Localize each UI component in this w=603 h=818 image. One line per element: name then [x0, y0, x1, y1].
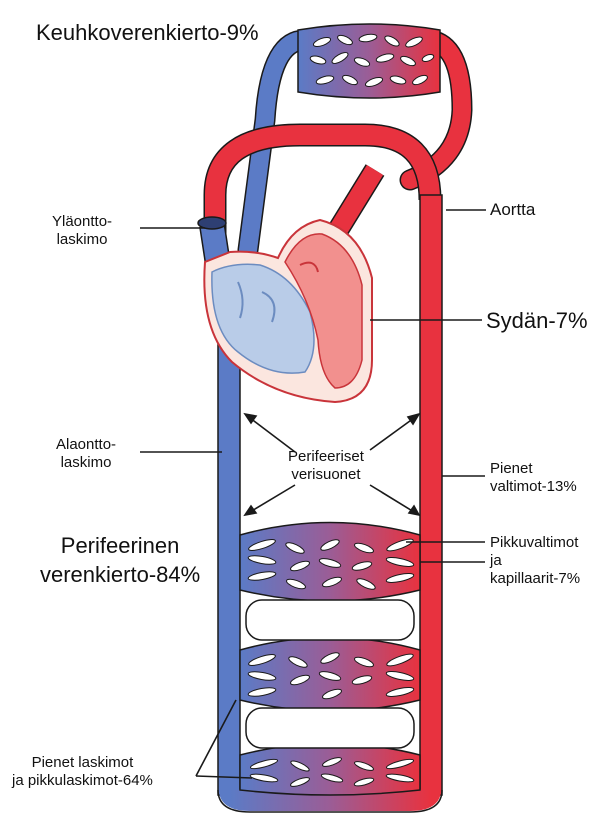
aorta-label: Aortta: [490, 200, 535, 220]
small-veins-label-line2: ja pikkulaskimot-64%: [12, 772, 153, 790]
superior-vena-cava-label-line2: laskimo: [52, 231, 112, 249]
peripheral-circulation-label: Perifeerinen verenkierto-84%: [40, 532, 200, 589]
superior-vena-cava-label-line1: Yläontto-: [52, 213, 112, 231]
small-arteries-label-line2: valtimot-13%: [490, 478, 577, 496]
heart-label: Sydän-7%: [486, 308, 588, 334]
arterial-column: [420, 195, 442, 795]
peripheral-circulation-label-line2: verenkierto-84%: [40, 561, 200, 590]
small-arteries-label: Pienet valtimot-13%: [490, 460, 577, 496]
peripheral-vessels-label-line1: Perifeeriset: [288, 448, 364, 466]
capillary-bed-lower: [240, 744, 420, 796]
peripheral-vessels-label: Perifeeriset verisuonet: [288, 448, 364, 484]
inferior-vena-cava-label-line1: Alaontto-: [56, 436, 116, 454]
inferior-vena-cava-label-line2: laskimo: [56, 454, 116, 472]
arterioles-capillaries-label-line3: kapillaarit-7%: [490, 570, 580, 588]
arterioles-capillaries-label: Pikkuvaltimot ja kapillaarit-7%: [490, 534, 580, 588]
arterioles-capillaries-label-line2: ja: [490, 552, 580, 570]
inferior-vena-cava-label: Alaontto- laskimo: [56, 436, 116, 472]
arterioles-capillaries-label-line1: Pikkuvaltimot: [490, 534, 580, 552]
small-arteries-label-line1: Pienet: [490, 460, 577, 478]
pulmonary-capillary-bed: [298, 24, 440, 98]
small-veins-label: Pienet laskimot ja pikkulaskimot-64%: [12, 754, 153, 790]
peripheral-circulation-label-line1: Perifeerinen: [40, 532, 200, 561]
peripheral-vessels-label-line2: verisuonet: [288, 466, 364, 484]
small-veins-label-line1: Pienet laskimot: [12, 754, 153, 772]
superior-vena-cava-label: Yläontto- laskimo: [52, 213, 112, 249]
venous-column: [218, 330, 240, 795]
pulmonary-circulation-label: Keuhkoverenkierto-9%: [36, 20, 259, 46]
